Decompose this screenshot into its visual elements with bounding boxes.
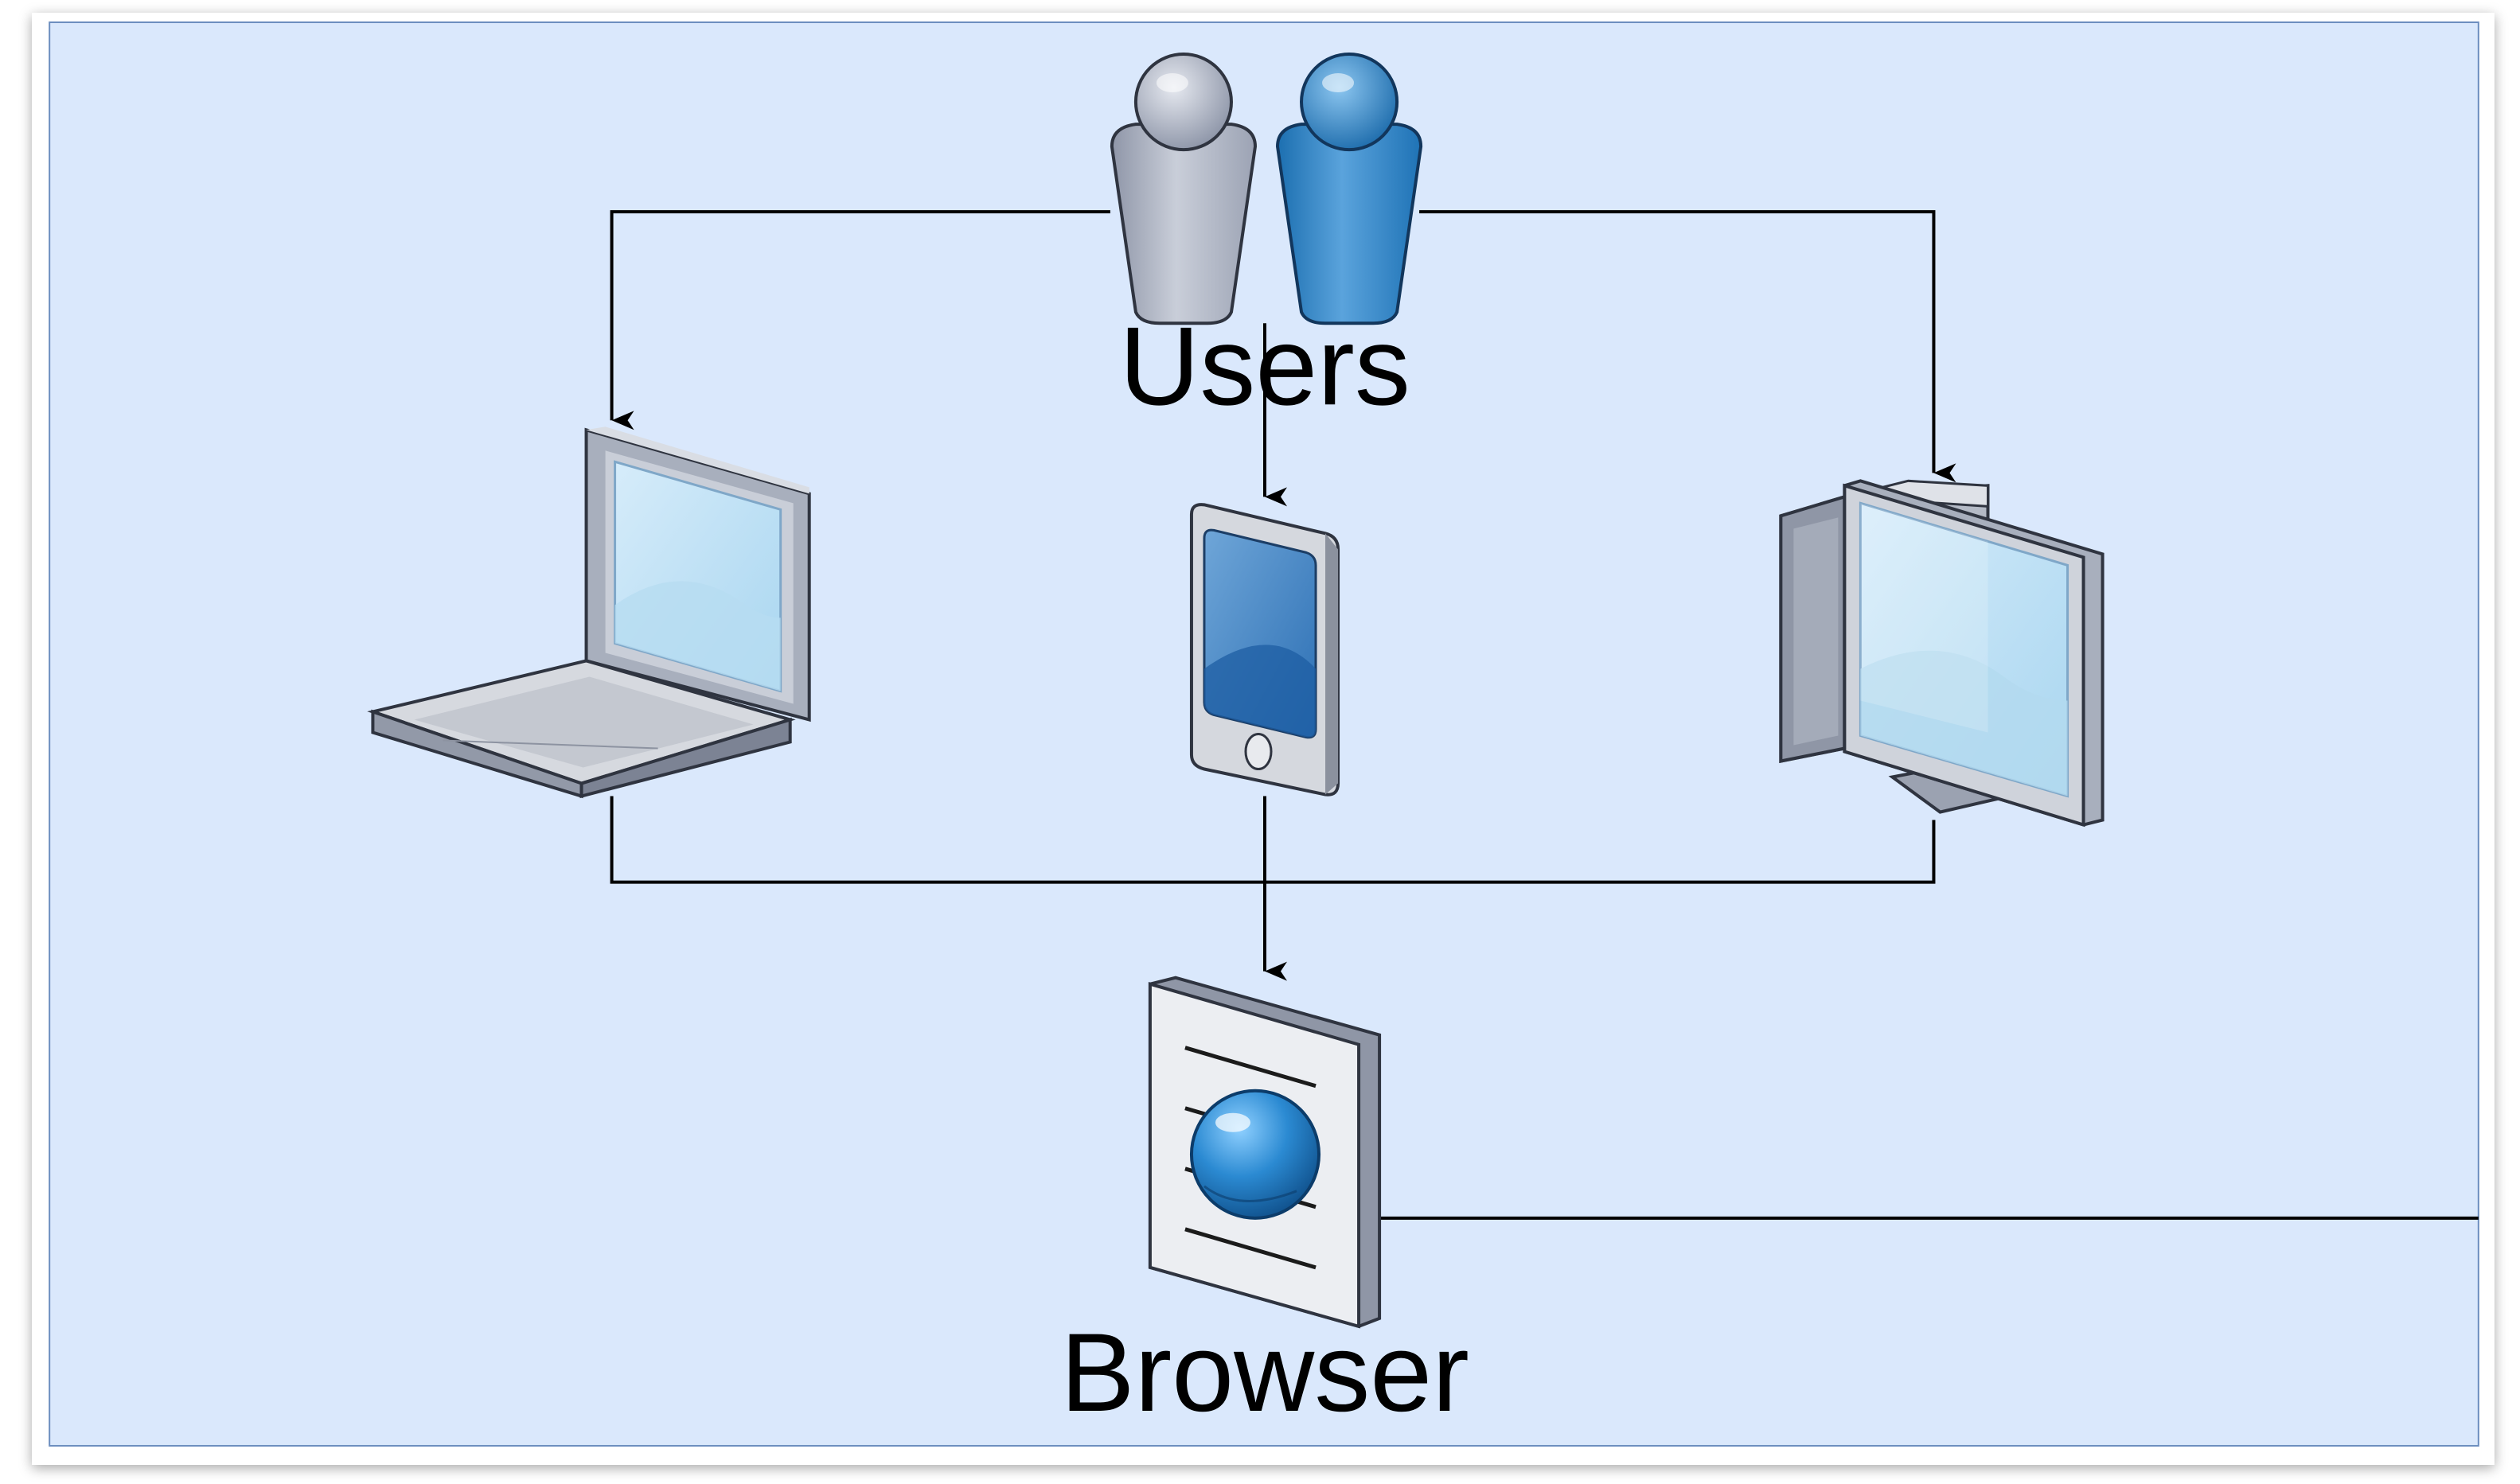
laptop-icon[interactable]	[367, 427, 811, 799]
users-icon[interactable]	[1110, 53, 1423, 325]
users-label: Users	[1119, 303, 1410, 428]
desktop-computer-icon[interactable]	[1779, 479, 2105, 828]
edge-desktop-browser	[1265, 820, 1936, 884]
edge-laptop-browser	[610, 796, 1266, 884]
edge-users-laptop	[610, 210, 1110, 430]
globe-icon	[1189, 1089, 1321, 1220]
user-gray-figure	[1110, 53, 1257, 325]
user-blue-figure	[1276, 53, 1423, 325]
connector-lines	[610, 210, 2479, 1220]
edge-users-desktop	[1419, 210, 1956, 483]
browser-label: Browser	[1060, 1310, 1469, 1435]
mobile-phone-icon[interactable]	[1189, 503, 1340, 797]
browser-globe-icon[interactable]	[1148, 976, 1382, 1329]
